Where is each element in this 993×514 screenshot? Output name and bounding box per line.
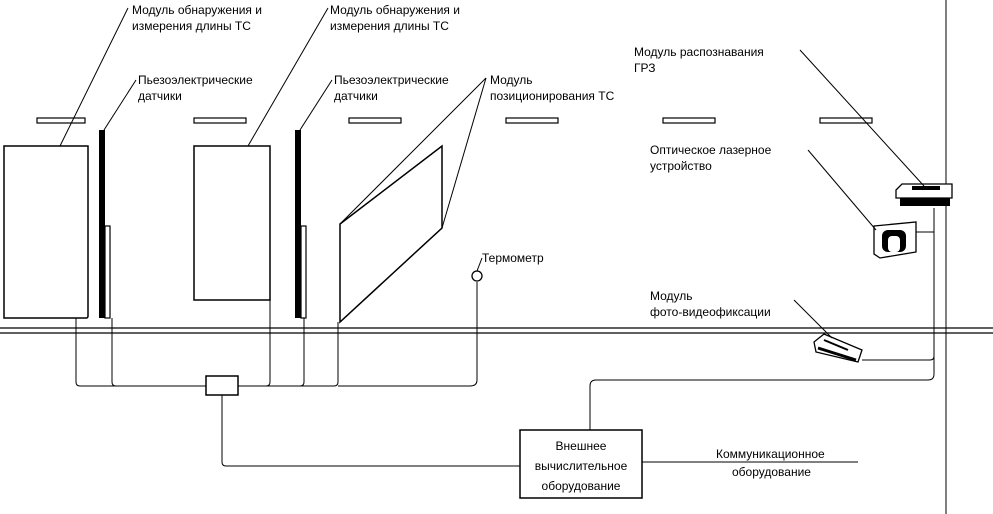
leader-laser [807, 149, 877, 231]
lane-dash [36, 117, 86, 124]
label-detect-1-line2: измерения длины ТС [132, 19, 251, 33]
wire-piezo-1 [111, 318, 117, 387]
piezo-sensor-1b [104, 225, 111, 319]
label-comm-line1: Коммуникационное [716, 447, 825, 461]
thermometer-leader [476, 257, 483, 272]
wire-thermometer [338, 282, 478, 387]
wire-positioning [238, 322, 339, 387]
label-compute-line3: оборудование [542, 479, 621, 493]
lane-dash [819, 117, 873, 124]
label-detect-2-line1: Модуль обнаружения и [330, 3, 460, 17]
plate-recognition-camera [895, 183, 953, 206]
piezo-sensor-2b [300, 225, 307, 319]
label-detect-2-line2: измерения длины ТС [330, 19, 449, 33]
leader-piezo-2 [299, 79, 333, 131]
label-detect-1-line1: Модуль обнаружения и [132, 3, 262, 17]
wire-junction-to-compute [221, 395, 520, 467]
wire-loop-1 [75, 318, 206, 387]
junction-box [205, 375, 239, 396]
wire-compute-to-devices [589, 226, 935, 430]
piezo-sensor-1c [99, 226, 105, 318]
label-positioning-line2: позиционирования ТС [490, 89, 615, 103]
leader-detect-1 [59, 7, 129, 147]
lane-dash [193, 117, 247, 124]
label-compute-line2: вычислительное [535, 459, 628, 473]
label-photo-line1: Модуль [650, 289, 693, 303]
detection-loop-2 [193, 145, 271, 301]
piezo-sensor-2c [295, 226, 301, 318]
label-comm-line2: оборудование [732, 465, 811, 479]
leader-grz [799, 49, 925, 187]
label-grz-line2: ГРЗ [634, 61, 656, 75]
label-piezo-2-line1: Пьезоэлектрические [334, 73, 449, 87]
detection-loop-1 [3, 145, 89, 319]
lane-dash [662, 117, 716, 124]
leader-positioning-b [441, 77, 487, 229]
label-piezo-2-line2: датчики [334, 89, 378, 103]
leader-positioning-a [339, 77, 487, 225]
wire-loop-2 [238, 300, 271, 387]
piezo-sensor-1a [99, 130, 105, 226]
leader-detect-2 [247, 7, 329, 147]
photo-video-camera [813, 333, 863, 363]
label-positioning-line1: Модуль [490, 73, 533, 87]
label-photo-line2: фото-видеофиксации [650, 305, 771, 319]
label-laser-line1: Оптическое лазерное [650, 143, 772, 157]
label-piezo-1-line2: датчики [138, 89, 182, 103]
leader-photo [793, 299, 833, 339]
piezo-sensor-2a [295, 130, 301, 226]
laser-device [873, 221, 917, 259]
lane-dash [348, 117, 402, 124]
label-compute-line1: Внешнее [556, 439, 607, 453]
compute-box [519, 429, 643, 499]
label-thermometer: Термометр [482, 251, 544, 265]
label-laser-line2: устройство [650, 159, 712, 173]
thermometer-icon [471, 270, 483, 282]
leader-piezo-1 [103, 79, 137, 131]
label-grz-line1: Модуль распознавания [634, 45, 764, 59]
wire-photo [862, 355, 935, 361]
label-piezo-1-line1: Пьезоэлектрические [138, 73, 253, 87]
lane-dash [505, 117, 559, 124]
